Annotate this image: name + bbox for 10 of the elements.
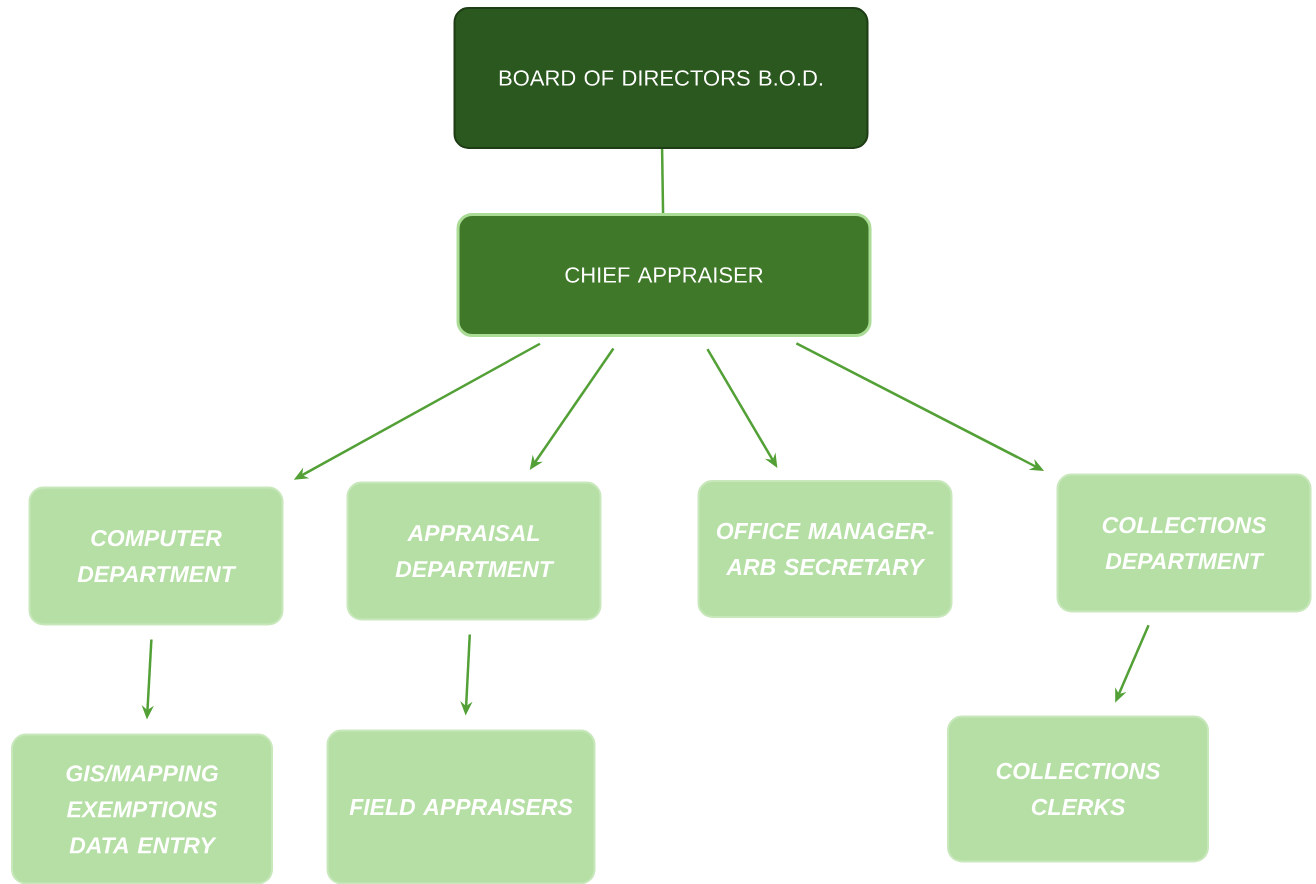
org-box: COMPUTER DEPARTMENT [28,486,284,626]
org-box: CHIEF APPRAISER [456,213,872,337]
org-box: BOARD OF DIRECTORS B.O.D. [453,7,869,149]
org-box: FIELD APPRAISERS [326,729,596,884]
org-box: COLLECTIONS CLERKS [947,715,1209,863]
org-box: APPRAISAL DEPARTMENT [346,481,602,621]
connector-line [660,149,665,214]
org-box: GIS/MAPPING EXEMPTIONS DATA ENTRY [11,733,273,884]
org-box: COLLECTIONS DEPARTMENT [1056,473,1312,613]
org-box: OFFICE MANAGER- ARB SECRETARY [697,480,953,618]
